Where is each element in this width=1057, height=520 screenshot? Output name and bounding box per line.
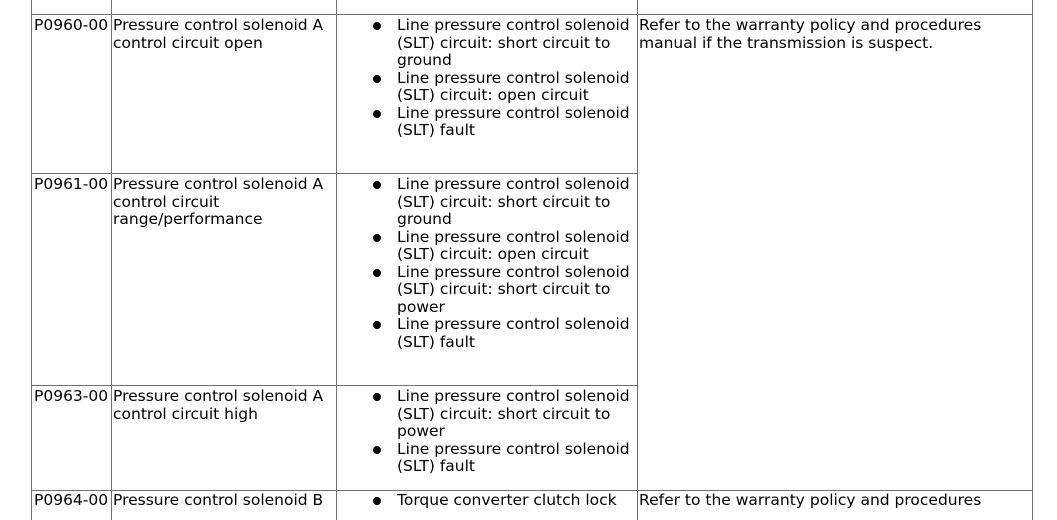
dtc-description: Pressure control solenoid A control circ…	[113, 16, 324, 52]
possible-causes: Line pressure control solenoid (SLT) cir…	[338, 16, 636, 140]
row-divider	[32, 490, 1032, 491]
cause-item: Line pressure control solenoid (SLT) cir…	[373, 387, 636, 441]
column-divider	[111, 0, 112, 520]
dtc-description: Pressure control solenoid B	[113, 491, 324, 509]
cause-item: Line pressure control solenoid (SLT) cir…	[373, 228, 636, 264]
row-divider	[32, 14, 1032, 15]
row-divider	[32, 173, 638, 174]
cause-item: Line pressure control solenoid (SLT) cir…	[373, 175, 636, 229]
dtc-code: P0960-00	[34, 16, 109, 34]
dtc-code: P0963-00	[34, 387, 109, 405]
possible-causes: Torque converter clutch lock	[338, 491, 636, 510]
suspected-area: Refer to the warranty policy and procedu…	[639, 491, 982, 509]
cause-item: Torque converter clutch lock	[373, 491, 636, 510]
column-divider	[637, 0, 638, 520]
possible-causes: Line pressure control solenoid (SLT) cir…	[338, 387, 636, 476]
cause-item: Line pressure control solenoid (SLT) cir…	[373, 263, 636, 317]
cause-item: Line pressure control solenoid (SLT) cir…	[373, 16, 636, 70]
dtc-description: Pressure control solenoid A control circ…	[113, 175, 324, 228]
cause-item: Line pressure control solenoid (SLT) fau…	[373, 440, 636, 476]
column-divider	[336, 0, 337, 520]
dtc-table: P0960-00 Pressure control solenoid A con…	[31, 0, 1033, 520]
dtc-code: P0964-00	[34, 491, 109, 509]
possible-causes: Line pressure control solenoid (SLT) cir…	[338, 175, 636, 351]
dtc-description: Pressure control solenoid A control circ…	[113, 387, 324, 423]
cause-item: Line pressure control solenoid (SLT) fau…	[373, 104, 636, 140]
suspected-area: Refer to the warranty policy and procedu…	[639, 16, 982, 52]
dtc-code: P0961-00	[34, 175, 109, 193]
cause-item: Line pressure control solenoid (SLT) fau…	[373, 315, 636, 351]
row-divider	[32, 385, 638, 386]
cause-item: Line pressure control solenoid (SLT) cir…	[373, 69, 636, 105]
